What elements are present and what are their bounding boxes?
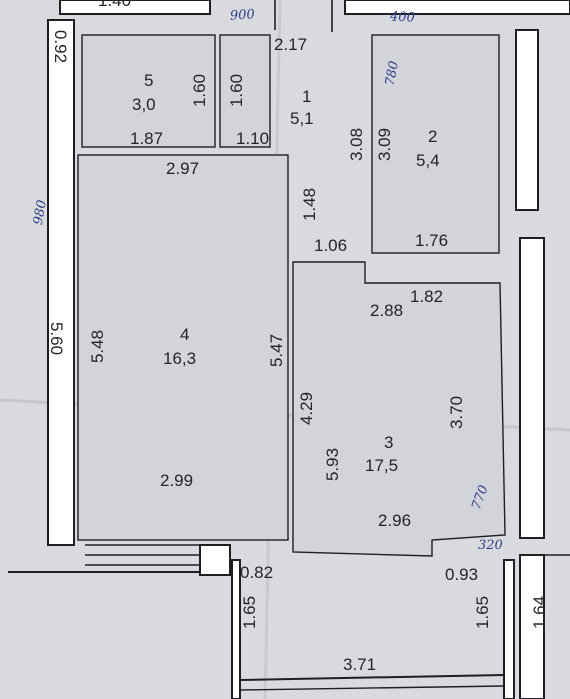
dim-1-06: 1.06 <box>314 236 348 255</box>
note-400: 400 <box>389 9 416 26</box>
balcony-front-rail-2 <box>239 685 505 691</box>
dim-1-48: 1.48 <box>300 187 320 222</box>
dim-5-47: 5.47 <box>267 333 287 368</box>
dim-1-10: 1.10 <box>236 129 270 148</box>
dim-2-97: 2.97 <box>166 159 200 178</box>
dim-5-60: 5.60 <box>47 321 67 356</box>
room-3 <box>292 261 506 557</box>
right-wall-upper <box>515 29 539 211</box>
dim-2-96: 2.96 <box>378 511 412 530</box>
balcony-left-rail <box>231 559 241 699</box>
room-1-area: 5,1 <box>290 109 314 128</box>
room-4 <box>77 154 289 541</box>
note-320: 320 <box>478 538 503 553</box>
dim-3-09: 3.09 <box>375 127 395 162</box>
dim-top-1-40: 1.40 <box>98 0 132 10</box>
room-5-annex <box>219 34 271 148</box>
dim-5-93: 5.93 <box>323 447 343 482</box>
room-2-area: 5,4 <box>416 151 440 170</box>
balcony-pillar-left <box>199 544 231 576</box>
top-wall-left <box>59 0 211 15</box>
dim-1-87: 1.87 <box>130 129 164 148</box>
room-5-number: 5 <box>144 71 154 90</box>
dim-1-60-left: 1.60 <box>190 73 210 108</box>
balcony-right-rail <box>503 559 515 699</box>
room-1-number: 1 <box>302 87 312 106</box>
room-5-area: 3,0 <box>132 95 156 114</box>
dim-1-64: 1.64 <box>530 595 550 630</box>
dim-0-82: 0.82 <box>240 563 274 582</box>
balcony-front-rail <box>239 674 505 681</box>
dim-0-93: 0.93 <box>445 565 479 584</box>
right-wall-lower <box>519 237 545 539</box>
note-900: 900 <box>229 7 256 24</box>
room-2-number: 2 <box>428 127 438 146</box>
room-4-area: 16,3 <box>163 349 197 368</box>
dim-2-99: 2.99 <box>160 471 194 490</box>
outer-left-wall <box>47 19 75 546</box>
dim-2-17: 2.17 <box>274 35 308 54</box>
dim-3-71: 3.71 <box>343 655 377 674</box>
dim-3-70: 3.70 <box>447 395 467 430</box>
dim-2-88: 2.88 <box>370 301 404 320</box>
room-4-number: 4 <box>180 325 190 344</box>
dim-0-92: 0.92 <box>51 29 71 64</box>
dim-1-76: 1.76 <box>415 231 449 250</box>
dim-1-65-left: 1.65 <box>240 595 260 630</box>
dim-1-60-right: 1.60 <box>227 73 247 108</box>
room-2 <box>371 34 500 254</box>
dim-1-82: 1.82 <box>410 287 444 306</box>
room-3-number: 3 <box>384 433 394 452</box>
room-5 <box>81 34 216 148</box>
room-3-area: 17,5 <box>365 456 399 475</box>
dim-3-08: 3.08 <box>347 127 367 162</box>
top-wall-right <box>344 0 570 15</box>
dim-4-29: 4.29 <box>297 391 317 426</box>
dim-5-48: 5.48 <box>88 329 108 364</box>
dim-1-65-right: 1.65 <box>473 595 493 630</box>
